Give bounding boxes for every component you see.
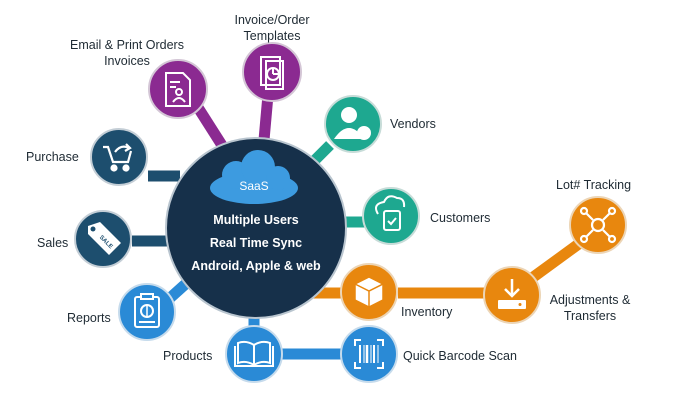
label-invoice-templates-line1: Invoice/Order [234, 13, 310, 27]
box-icon [354, 276, 384, 308]
central-hub: SaaS Multiple Users Real Time Sync Andro… [165, 137, 347, 319]
cart-icon [103, 143, 133, 172]
label-email-print-line2: Invoices [104, 54, 150, 68]
label-sales: Sales [37, 236, 69, 250]
node-invoice-templates[interactable] [242, 42, 302, 102]
invoice-person-icon [165, 72, 191, 107]
node-vendors[interactable] [324, 95, 382, 153]
label-reports: Reports [67, 311, 111, 325]
cloud-clipboard-icon [375, 195, 406, 231]
label-invoice-templates-line2: Templates [243, 29, 301, 43]
node-reports[interactable] [118, 283, 176, 341]
hub-line-real-time-sync: Real Time Sync [210, 236, 302, 250]
label-customers: Customers [430, 211, 491, 225]
node-inventory[interactable] [340, 263, 398, 321]
node-customers[interactable] [362, 187, 420, 245]
document-chart-icon [260, 56, 284, 90]
node-adjustments[interactable] [483, 266, 541, 324]
saas-cloud-icon [210, 150, 298, 204]
book-icon [234, 340, 274, 367]
download-tray-icon [498, 279, 526, 309]
label-barcode: Quick Barcode Scan [403, 349, 517, 363]
label-adjustments-line1: Adjustments & [549, 293, 631, 307]
node-lot-tracking[interactable] [569, 196, 627, 254]
user-icon [334, 107, 371, 140]
node-email-print[interactable] [148, 59, 208, 119]
label-inventory: Inventory [401, 305, 453, 319]
hub-line-multiple-users: Multiple Users [213, 213, 298, 227]
network-hub-icon [579, 206, 617, 244]
label-products: Products [163, 349, 213, 363]
node-purchase[interactable] [90, 128, 148, 186]
node-products[interactable] [225, 325, 283, 383]
label-invoice-templates: Invoice/Order Templates [218, 12, 326, 44]
saas-label: SaaS [239, 179, 268, 193]
sale-tag-icon: SALE [88, 222, 121, 255]
connector-lot-tracking [528, 238, 584, 283]
label-email-print-line1: Email & Print Orders [70, 38, 184, 52]
label-lot-tracking: Lot# Tracking [556, 178, 632, 192]
node-sales[interactable]: SALE [74, 210, 132, 268]
label-purchase: Purchase [26, 150, 79, 164]
label-email-print: Email & Print Orders Invoices [52, 37, 202, 69]
label-vendors: Vendors [390, 117, 436, 131]
hub-line-platforms: Android, Apple & web [191, 259, 321, 273]
label-adjustments-line2: Transfers [563, 309, 617, 323]
node-barcode[interactable] [340, 325, 398, 383]
label-adjustments: Adjustments & Transfers [540, 292, 640, 324]
connector-invoice-templates [258, 94, 274, 141]
dollar-clipboard-icon [134, 293, 160, 328]
barcode-icon [354, 339, 384, 369]
